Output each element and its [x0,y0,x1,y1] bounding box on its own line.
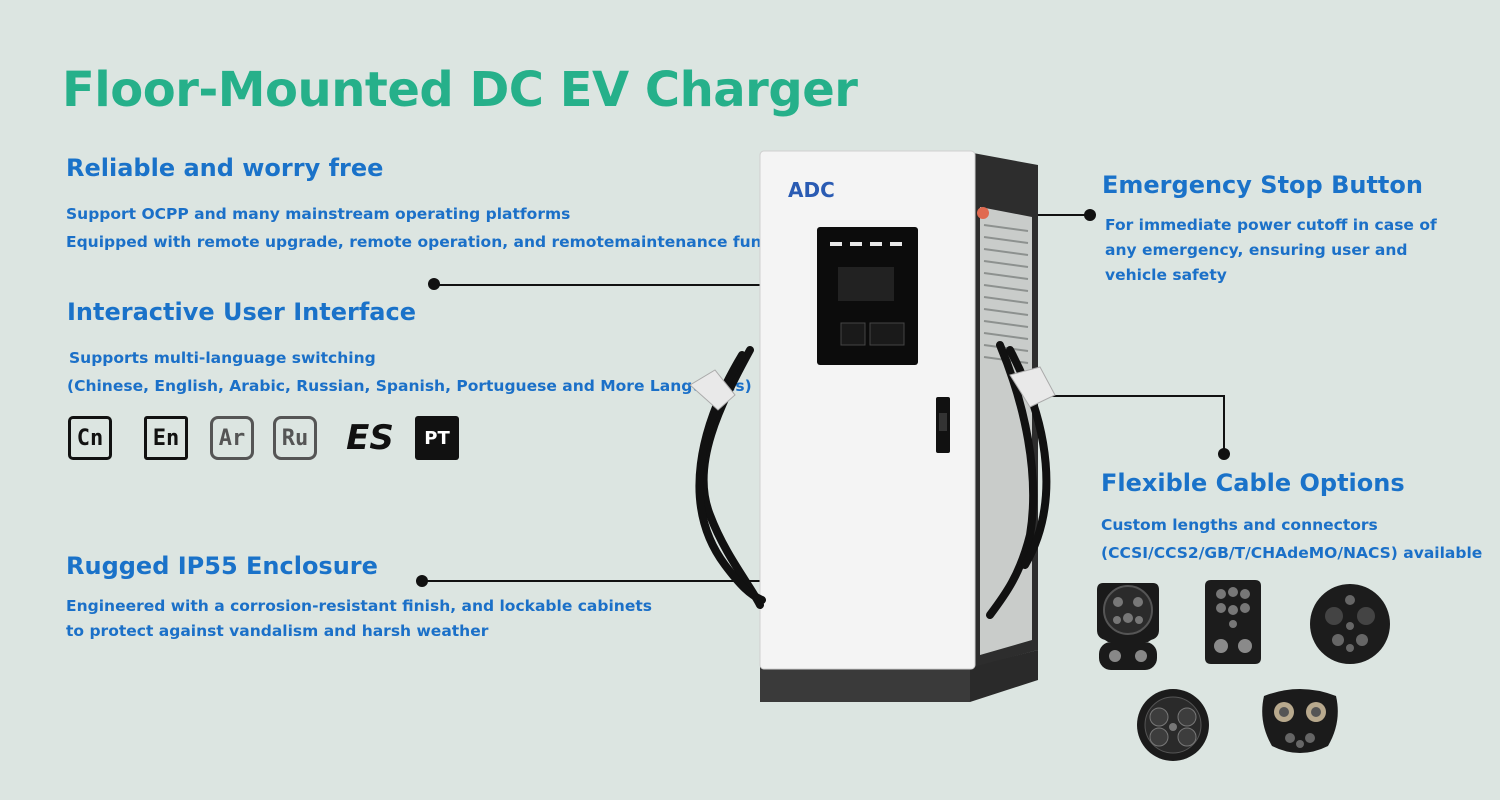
feature-interface-line-1: Supports multi-language switching [69,349,376,367]
english-language-icon: En [144,416,188,460]
portuguese-language-icon: PT [415,416,459,460]
feature-estop-line-1: For immediate power cutoff in case of [1105,216,1437,234]
callout-dot-cables [1218,448,1230,460]
callout-vline-cables [1223,395,1225,453]
feature-enclosure-line-1: Engineered with a corrosion-resistant fi… [66,597,652,615]
arabic-language-icon: Ar [210,416,254,460]
feature-enclosure: Rugged IP55 Enclosure Engineered with a … [66,552,652,644]
feature-enclosure-heading: Rugged IP55 Enclosure [66,552,378,580]
callout-dot-estop [1084,209,1096,221]
feature-estop-heading: Emergency Stop Button [1102,171,1423,199]
ccs1-connector-icon [1097,583,1159,670]
chademo-connector-icon [1137,689,1209,761]
callout-line-cables [1040,395,1224,397]
charger-illustration [689,150,1056,702]
feature-reliable-heading: Reliable and worry free [66,154,384,182]
brand-logo: ADC [788,178,835,202]
spanish-language-icon: ES [346,418,394,458]
gbt-connector-icon [1310,584,1390,664]
feature-interface-heading: Interactive User Interface [67,298,416,326]
feature-enclosure-line-2: to protect against vandalism and harsh w… [66,622,489,640]
callout-line-enclosure [422,580,852,582]
page-title: Floor-Mounted DC EV Charger [62,62,858,118]
feature-estop-line-2: any emergency, ensuring user and [1105,241,1408,259]
feature-cables-line-1: Custom lengths and connectors [1101,516,1378,534]
feature-cables: Flexible Cable Options Custom lengths an… [1101,469,1482,567]
feature-reliable-line-1: Support OCPP and many mainstream operati… [66,205,571,223]
feature-reliable-line-2: Equipped with remote upgrade, remote ope… [66,233,815,251]
feature-estop-line-3: vehicle safety [1105,266,1227,284]
feature-cables-heading: Flexible Cable Options [1101,469,1405,497]
feature-interface-line-2: (Chinese, English, Arabic, Russian, Span… [67,377,752,395]
chinese-language-icon: Cn [68,416,112,460]
callout-line-interface [434,284,844,286]
feature-estop: Emergency Stop Button For immediate powe… [1102,171,1437,288]
feature-reliable: Reliable and worry free Support OCPP and… [66,154,815,256]
feature-interface: Interactive User Interface Supports mult… [67,298,752,400]
russian-language-icon: Ru [273,416,317,460]
feature-cables-line-2: (CCSI/CCS2/GB/T/CHAdeMO/NACS) available [1101,544,1483,562]
nacs-connector-icon [1262,689,1338,753]
ccs2-connector-icon [1205,580,1261,664]
